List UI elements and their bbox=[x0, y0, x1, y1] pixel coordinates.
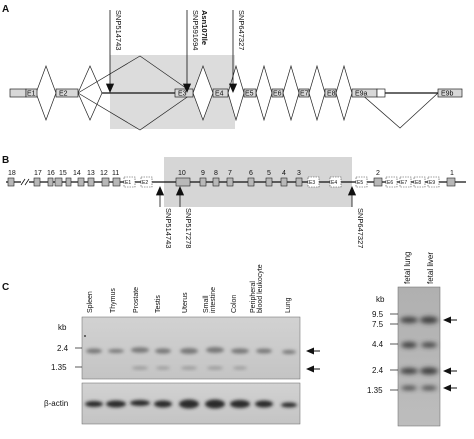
exon-num-8: 8 bbox=[214, 170, 218, 177]
exon-num-10: 10 bbox=[178, 170, 186, 177]
snp-label-647327-b: SNP647327 bbox=[356, 208, 365, 248]
snp-label-514743-b: SNP514743 bbox=[164, 208, 173, 248]
right-marker-7-5: 7.5 bbox=[372, 320, 384, 329]
exon-label-e4: E4 bbox=[215, 91, 224, 98]
left-northern-blot bbox=[81, 316, 301, 380]
alt-exon-e5: E5 bbox=[357, 180, 363, 186]
left-blot-bands-upper bbox=[86, 347, 296, 354]
exon-label-e2: E2 bbox=[59, 91, 68, 98]
alt-exon-e3: E3 bbox=[309, 180, 315, 186]
snp-label-asn107ile: Asn107Ile bbox=[200, 10, 209, 45]
exon-num-16: 16 bbox=[47, 170, 55, 177]
beta-actin-label: β-actin bbox=[44, 399, 68, 408]
right-blot-bands bbox=[400, 316, 438, 390]
exon-label-e7: E7 bbox=[300, 91, 309, 98]
arrow-left-icon bbox=[306, 365, 314, 373]
left-marker-1-35: 1.35 bbox=[51, 363, 67, 372]
exon-num-4: 4 bbox=[282, 170, 286, 177]
right-northern-blot bbox=[397, 286, 441, 427]
exon-label-e1: E1 bbox=[27, 91, 36, 98]
exon-num-5: 5 bbox=[267, 170, 271, 177]
snp-label-647327-a: SNP647327 bbox=[237, 10, 246, 50]
lane-small-intestine: Smallintestine bbox=[203, 287, 217, 313]
alt-exon-e4: E4 bbox=[331, 180, 337, 186]
left-kb-label: kb bbox=[58, 323, 67, 332]
arrow-left-icon bbox=[443, 384, 451, 392]
exon-label-e5: E5 bbox=[245, 91, 254, 98]
arrow-left-icon bbox=[443, 367, 451, 375]
arrow-left-icon bbox=[306, 347, 314, 355]
exon-num-17: 17 bbox=[34, 170, 42, 177]
right-kb-label: kb bbox=[376, 295, 385, 304]
exon-num-3: 3 bbox=[297, 170, 301, 177]
lane-testis: Testis bbox=[155, 295, 162, 313]
alt-exon-e7: E7 bbox=[401, 180, 407, 186]
exon-num-9: 9 bbox=[201, 170, 205, 177]
left-blot-lane-labels: Spleen Thymus Prostate Testis Uterus Sma… bbox=[87, 264, 292, 313]
panel-a-gene-model: E1 E2 E3 E4 E5 E6 E7 E8 E9a E9b SNP51474… bbox=[9, 10, 463, 131]
right-marker-2-4: 2.4 bbox=[372, 366, 384, 375]
panel-label-c: C bbox=[2, 282, 9, 293]
exon-label-e9a: E9a bbox=[355, 91, 368, 98]
panel-label-b: B bbox=[2, 155, 9, 166]
right-marker-1-35: 1.35 bbox=[367, 386, 383, 395]
alt-exon-e2: E2 bbox=[142, 180, 148, 186]
lane-prostate: Prostate bbox=[133, 287, 140, 313]
lane-fetal-lung: fetal lung bbox=[403, 252, 412, 284]
exon-num-6: 6 bbox=[249, 170, 253, 177]
lane-pbl: Peripheralblood leukocyte bbox=[250, 264, 264, 313]
beta-actin-blot bbox=[81, 382, 301, 425]
alt-exon-e1: E1 bbox=[125, 180, 131, 186]
exon-label-e8: E8 bbox=[327, 91, 336, 98]
lane-uterus: Uterus bbox=[182, 292, 189, 313]
lane-fetal-liver: fetal liver bbox=[426, 252, 435, 284]
beta-actin-bands bbox=[85, 399, 297, 409]
exon-num-7: 7 bbox=[228, 170, 232, 177]
exon-num-15: 15 bbox=[59, 170, 67, 177]
alt-exon-e8: E8 bbox=[415, 180, 421, 186]
exon-num-1: 1 bbox=[450, 170, 454, 177]
splice-junctions-a bbox=[35, 64, 353, 122]
arrow-left-icon bbox=[443, 316, 451, 324]
right-blot-arrows bbox=[443, 316, 457, 392]
exon-num-2: 2 bbox=[376, 170, 380, 177]
left-blot-arrows bbox=[306, 347, 320, 373]
snp-label-517278-b: SNP517278 bbox=[184, 208, 193, 248]
exon-num-18: 18 bbox=[8, 170, 16, 177]
lane-thymus: Thymus bbox=[110, 288, 117, 313]
snp-label-591694-a: SNP591694 bbox=[191, 10, 200, 50]
exon-num-11: 11 bbox=[112, 170, 119, 177]
snp-label-514743-a: SNP514743 bbox=[114, 10, 123, 50]
exon-num-12: 12 bbox=[100, 170, 108, 177]
lane-small-intestine-text: Small bbox=[203, 295, 210, 313]
exon-num-13: 13 bbox=[87, 170, 95, 177]
exon-label-e9b: E9b bbox=[441, 91, 454, 98]
exon-num-14: 14 bbox=[73, 170, 81, 177]
left-blot-bands-lower bbox=[132, 366, 247, 370]
alt-exon-e6: E6 bbox=[387, 180, 393, 186]
left-marker-2-4: 2.4 bbox=[57, 344, 69, 353]
right-marker-4-4: 4.4 bbox=[372, 340, 384, 349]
lane-colon: Colon bbox=[231, 295, 238, 313]
right-marker-9-5: 9.5 bbox=[372, 310, 384, 319]
exon-label-e3: E3 bbox=[178, 91, 187, 98]
lane-spleen: Spleen bbox=[87, 291, 94, 313]
panel-label-a: A bbox=[2, 4, 9, 15]
panel-b-gene-model: E1 E2 E3 E4 E5 E6 E7 E8 E9 18 17 16 15 1… bbox=[6, 157, 466, 248]
lane-lung: Lung bbox=[285, 297, 292, 313]
exon-label-e6: E6 bbox=[273, 91, 282, 98]
alt-exon-e9: E9 bbox=[429, 180, 435, 186]
